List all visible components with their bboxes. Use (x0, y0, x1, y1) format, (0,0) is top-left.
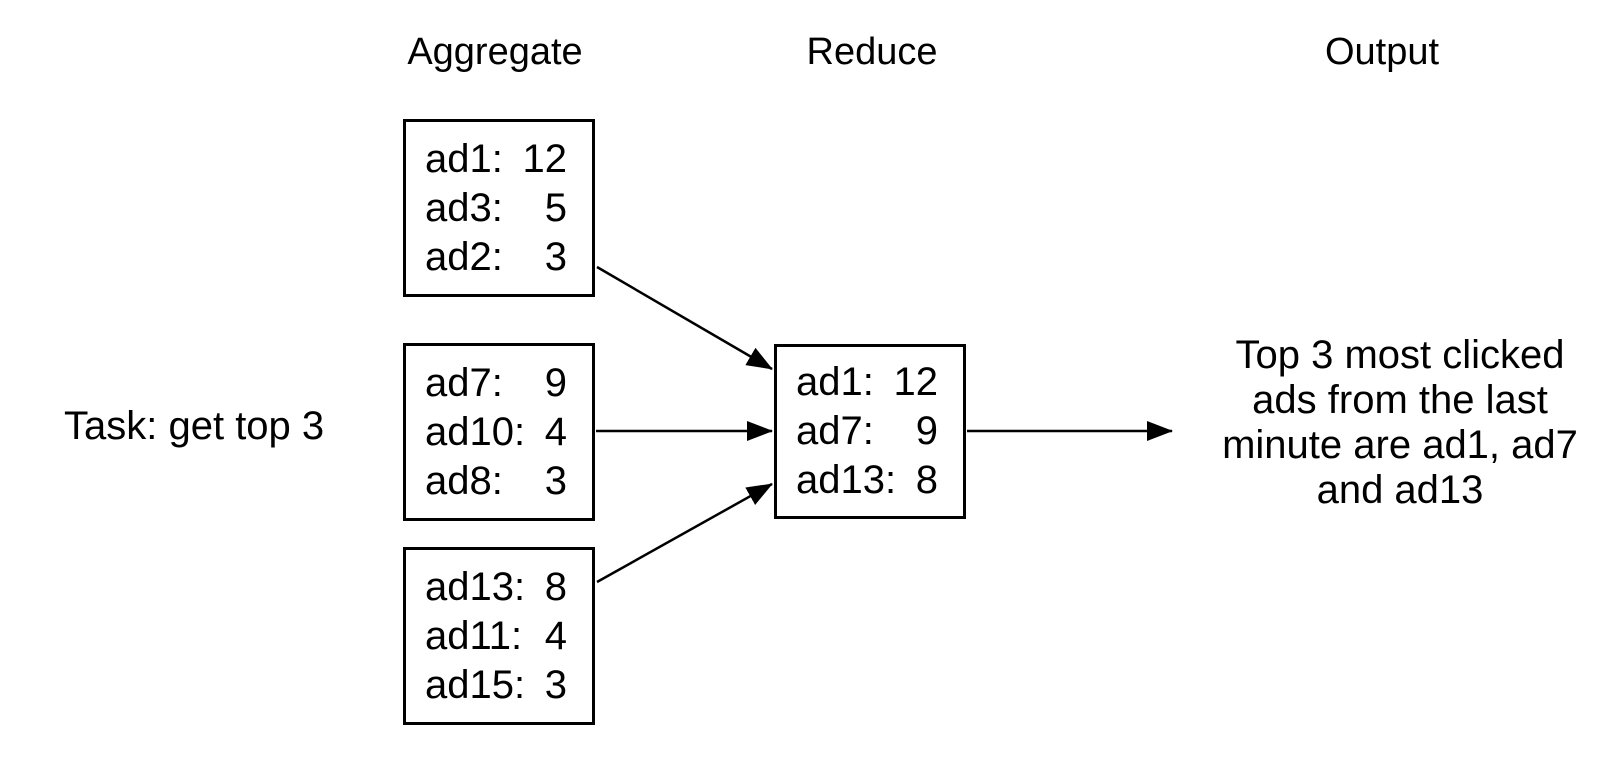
arrow-aggregate3-to-reduce (596, 482, 773, 584)
output-line: minute are ad1, ad7 (1222, 423, 1578, 467)
task-label: Task: get top 3 (64, 404, 325, 448)
kv-row: ad13: 8 (406, 563, 592, 612)
kv-row: ad15: 3 (406, 661, 592, 710)
output-line: Top 3 most clicked (1235, 333, 1565, 377)
kv-row: ad3: 5 (406, 184, 592, 233)
ad-count: 8 (544, 564, 567, 609)
kv-row: ad7: 9 (777, 407, 963, 456)
ad-key: ad2: (425, 234, 503, 279)
output-column-header: Output (1324, 31, 1440, 73)
kv-row: ad1: 12 (406, 135, 592, 184)
ad-key: ad1: (425, 136, 503, 181)
kv-row: ad8: 3 (406, 457, 592, 506)
aggregate-box-1: ad1: 12 ad3: 5 ad2: 3 (403, 119, 595, 297)
ad-count: 4 (544, 613, 567, 658)
ad-key: ad8: (425, 458, 503, 503)
ad-count: 8 (915, 458, 938, 502)
ad-key: ad13: (425, 564, 526, 609)
aggregate-column-header: Aggregate (407, 31, 583, 73)
output-line: ads from the last (1252, 378, 1548, 422)
ad-count: 3 (544, 234, 567, 279)
ad-count: 3 (544, 458, 567, 503)
ad-count: 5 (544, 185, 567, 230)
reduce-column-header: Reduce (806, 31, 938, 73)
output-result-text: Top 3 most clicked ads from the last min… (1202, 333, 1598, 513)
ad-count: 12 (893, 360, 939, 404)
output-line: and ad13 (1316, 468, 1484, 512)
ad-count: 4 (544, 409, 567, 454)
ad-key: ad13: (796, 458, 897, 502)
aggregate-box-3: ad13: 8 ad11: 4 ad15: 3 (403, 547, 595, 725)
ad-key: ad11: (425, 613, 523, 658)
ad-count: 3 (544, 662, 567, 707)
kv-row: ad1: 12 (777, 358, 963, 407)
aggregate-box-2: ad7: 9 ad10: 4 ad8: 3 (403, 343, 595, 521)
kv-row: ad7: 9 (406, 359, 592, 408)
kv-row: ad13: 8 (777, 456, 963, 505)
ad-key: ad1: (796, 360, 874, 404)
kv-row: ad11: 4 (406, 612, 592, 661)
ad-count: 9 (544, 360, 567, 405)
ad-count: 9 (915, 409, 938, 453)
ad-key: ad3: (425, 185, 503, 230)
kv-row: ad10: 4 (406, 408, 592, 457)
ad-key: ad7: (425, 360, 503, 405)
reduce-box: ad1: 12 ad7: 9 ad13: 8 (774, 344, 966, 519)
ad-key: ad10: (425, 409, 526, 454)
arrow-aggregate1-to-reduce (596, 265, 773, 371)
ad-count: 12 (522, 136, 568, 181)
ad-key: ad15: (425, 662, 526, 707)
ad-key: ad7: (796, 409, 874, 453)
kv-row: ad2: 3 (406, 233, 592, 282)
